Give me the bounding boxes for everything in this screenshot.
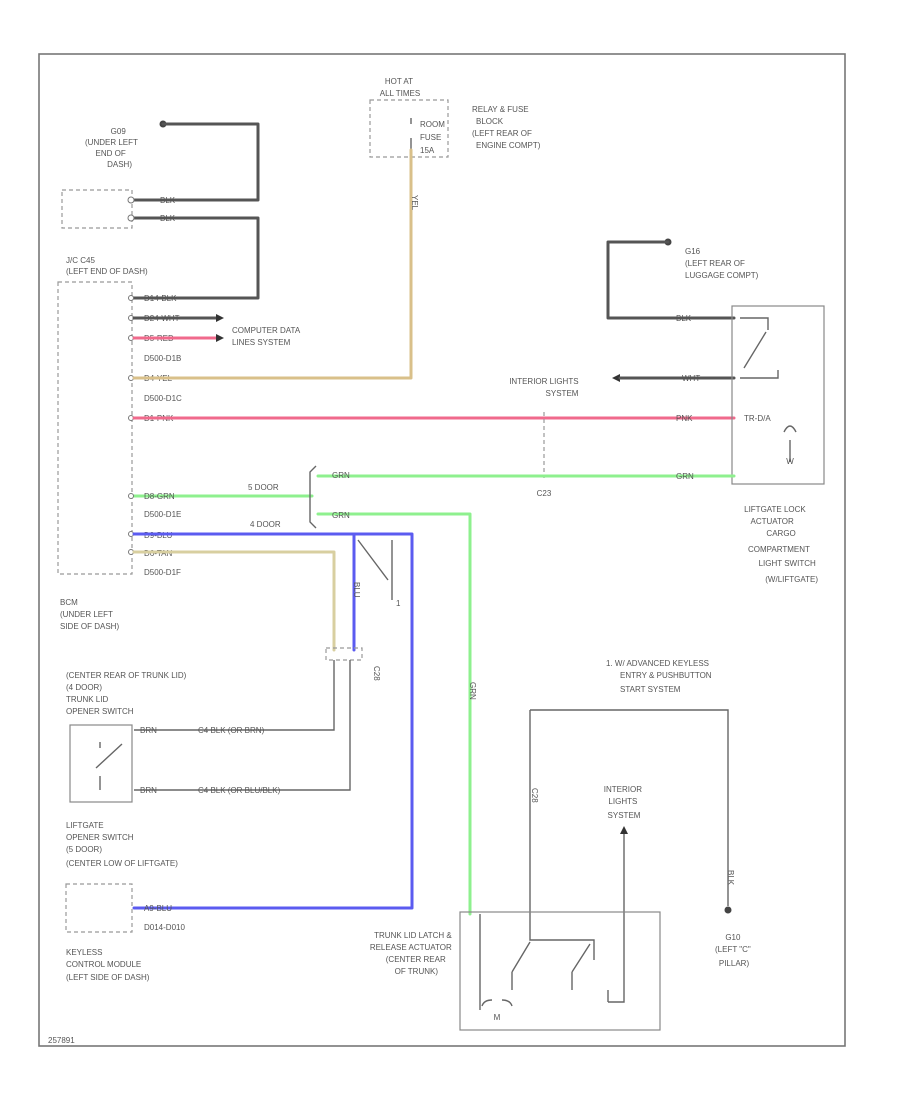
wire-g09-loop2 <box>128 216 260 300</box>
wire-note-blk-2: BLK <box>160 214 176 223</box>
bcm-pin-1: D8-GRN <box>144 492 175 501</box>
door5-label: 5 DOOR <box>248 483 279 492</box>
interior-bottom-label: INTERIOR LIGHTS SYSTEM <box>604 785 644 820</box>
actuator-motor-label: M <box>494 1013 501 1022</box>
c28-label-1: C28 <box>372 666 381 681</box>
ground-g09: G09 (UNDER LEFT END OF DASH) <box>85 120 167 169</box>
wire-note-blu: BLU <box>352 582 361 598</box>
g10-ground <box>724 906 732 914</box>
fuse-id-label: ROOM FUSE 15A <box>420 120 447 155</box>
bcm-label: BCM (UNDER LEFT SIDE OF DASH) <box>60 598 119 631</box>
c23-label: C23 <box>537 489 552 498</box>
trunk-actuator-label: TRUNK LID LATCH & RELEASE ACTUATOR (CENT… <box>370 931 454 976</box>
c28-label-2: C28 <box>530 788 539 803</box>
wire-note-wht: WHT <box>682 374 700 383</box>
wire-blu <box>132 532 414 910</box>
note-1: 1. W/ ADVANCED KEYLESS ENTRY & PUSHBUTTO… <box>606 659 714 694</box>
motor-symbol: W <box>786 457 794 466</box>
bcm-pin-2: D500-D1E <box>144 510 181 519</box>
liftgate-switch <box>740 317 779 379</box>
wire-interior-bottom <box>608 834 625 1003</box>
wire-note-blk-g10: BLK <box>726 870 735 886</box>
wire-note-yel: YEL <box>410 195 419 211</box>
wire-tan <box>132 550 336 652</box>
diagram-frame <box>38 53 846 1047</box>
liftgate-opener-label: LIFTGATE OPENER SWITCH (5 DOOR) (CENTER … <box>66 821 178 868</box>
c28-connector-1 <box>325 647 363 661</box>
actuator-motor <box>481 999 513 1007</box>
trunk-opener-wire-4: C4 BLK (OR BLU/BLK) <box>198 786 281 795</box>
jc-pin-4: D500-D1B <box>144 354 181 363</box>
interior-right-arrow <box>612 374 620 382</box>
computer-label: COMPUTER DATA LINES SYSTEM <box>232 326 302 347</box>
bcm-pin-5: D500-D1F <box>144 568 181 577</box>
jc-label: J/C C45 (LEFT END OF DASH) <box>66 256 148 276</box>
liftgate-opener-box <box>69 724 133 803</box>
interior-right-label: INTERIOR LIGHTS SYSTEM <box>509 377 581 398</box>
door4-label: 4 DOOR <box>250 520 281 529</box>
jc-pin-1: D14-BLK <box>144 294 177 303</box>
splice-box-g09 <box>61 189 133 229</box>
wire-fuse-yel <box>132 148 413 380</box>
actuator-switches <box>479 914 609 1010</box>
g10-label: G10 (LEFT "C" PILLAR) <box>715 933 753 968</box>
wire-note-grn-1: GRN <box>332 471 350 480</box>
hot-label: HOT AT ALL TIMES <box>380 77 420 98</box>
liftgate-lock-box <box>731 305 825 485</box>
liftgate-pin-label: TR-D/A <box>744 414 771 423</box>
wire-note-blk-g16: BLK <box>676 314 692 323</box>
wire-g16 <box>606 240 736 320</box>
door-relay-switch <box>357 539 393 600</box>
fuse-block-box <box>369 99 449 158</box>
jc-pin-6: D500-D1C <box>144 394 182 403</box>
jc-c45-box <box>57 281 133 575</box>
wire-note-grn-3: GRN <box>676 472 694 481</box>
lamp-symbol <box>783 425 797 462</box>
keyless-label: KEYLESS CONTROL MODULE (LEFT SIDE OF DAS… <box>66 948 150 982</box>
wire-grn-4door <box>316 512 472 916</box>
trunk-opener-wire-2: C4 BLK (OR BRN) <box>198 726 265 735</box>
liftgate-lock-label: LIFTGATE LOCK ACTUATOR CARGO COMPARTMENT… <box>744 505 818 584</box>
wire-actuator-top <box>530 709 729 780</box>
door-selector <box>309 465 317 529</box>
interior-bottom-arrow <box>620 826 628 834</box>
trunk-opener-label: (CENTER REAR OF TRUNK LID) (4 DOOR) TRUN… <box>66 671 189 716</box>
relay-fuse-label: RELAY & FUSE BLOCK (LEFT REAR OF ENGINE … <box>472 105 541 150</box>
wire-note-grn-4: GRN <box>468 682 477 700</box>
g16-label: G16 (LEFT REAR OF LUGGAGE COMPT) <box>685 247 759 280</box>
wire-trunk-opener-2 <box>134 660 351 791</box>
wire-trunk-opener-1 <box>134 660 335 731</box>
jc-pins: D14-BLK D24-WHT D5-RED D500-D1B D4-YEL D… <box>128 294 182 423</box>
footer-code: 257891 <box>48 1036 75 1045</box>
wire-g09-loop <box>128 122 260 202</box>
wire-note-grn-2: GRN <box>332 511 350 520</box>
keyless-pin-1: A9-BLU <box>144 904 172 913</box>
g09-label: G09 (UNDER LEFT END OF DASH) <box>85 127 140 169</box>
trunk-opener-wire-3: BRN <box>140 786 157 795</box>
keyless-pin-2: D014-D010 <box>144 923 185 932</box>
liftgate-opener-switch <box>95 742 123 790</box>
trunk-opener-wire-1: BRN <box>140 726 157 735</box>
trunk-actuator-box <box>459 911 661 1031</box>
wire-note-pnk: PNK <box>676 414 693 423</box>
keyless-box <box>65 883 133 933</box>
wire-note-blk-1: BLK <box>160 196 176 205</box>
door-relay-num: 1 <box>396 599 401 608</box>
